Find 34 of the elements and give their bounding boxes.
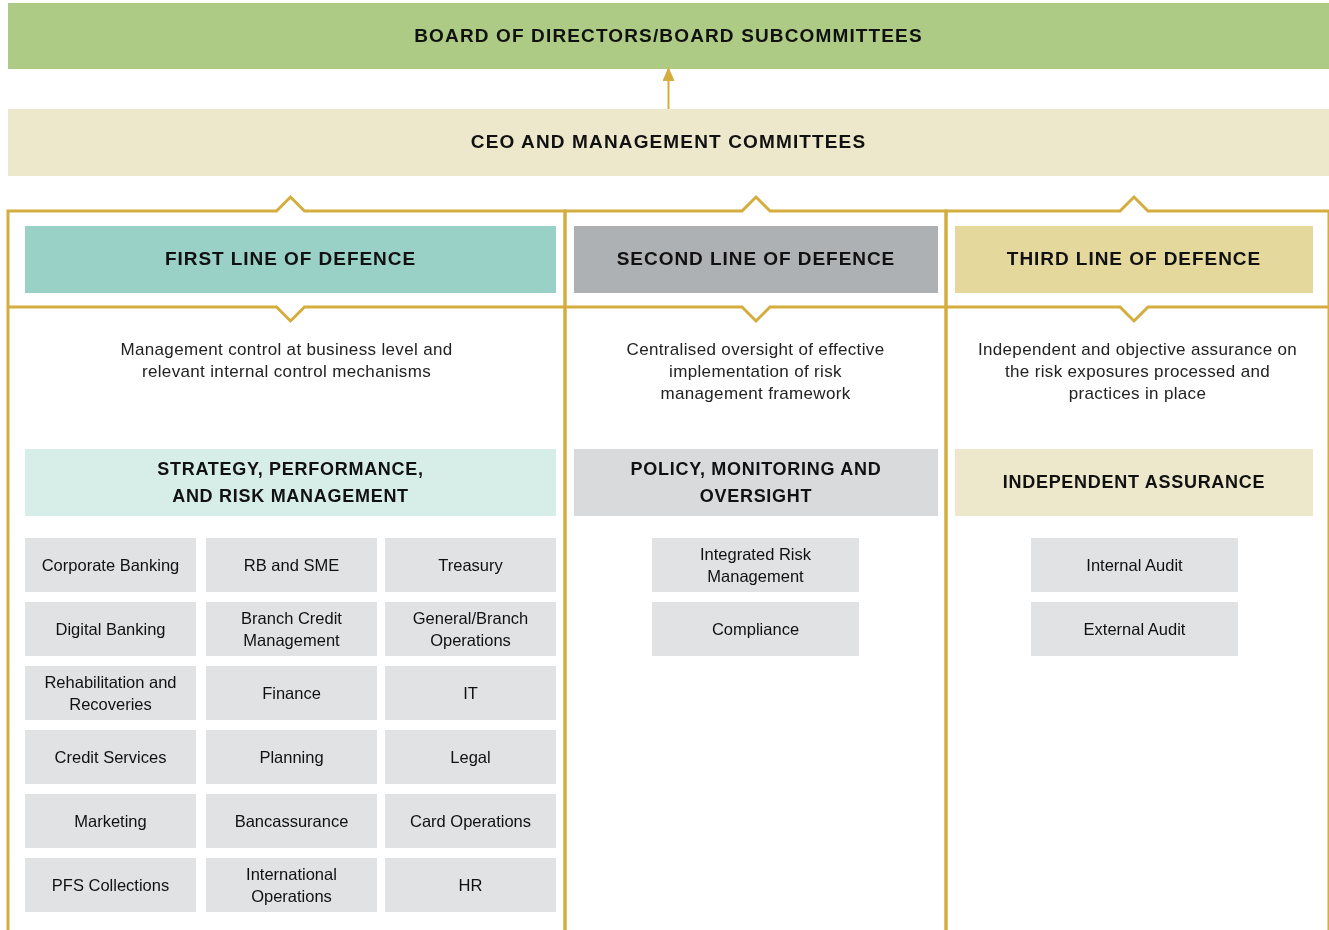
board-banner: BOARD OF DIRECTORS/BOARD SUBCOMMITTEES — [8, 3, 1329, 69]
description-text: Independent and objective assurance on the risk exposures processed and practices in place — [977, 339, 1298, 405]
function-box: Marketing — [25, 794, 196, 848]
function-box: Card Operations — [385, 794, 556, 848]
function-box: RB and SME — [206, 538, 377, 592]
function-box: Internal Audit — [1031, 538, 1238, 592]
function-box: Rehabilitation and Recoveries — [25, 666, 196, 720]
function-box: Corporate Banking — [25, 538, 196, 592]
function-box: Planning — [206, 730, 377, 784]
function-box: Bancassurance — [206, 794, 377, 848]
function-box: Treasury — [385, 538, 556, 592]
function-box: Compliance — [652, 602, 859, 656]
function-box: Legal — [385, 730, 556, 784]
function-box: Finance — [206, 666, 377, 720]
description-text: Management control at business level and relevant internal control mechanisms — [119, 339, 454, 383]
function-box: International Operations — [206, 858, 377, 912]
function-box: General/Branch Operations — [385, 602, 556, 656]
arrow — [662, 67, 675, 110]
function-box: External Audit — [1031, 602, 1238, 656]
subheader-box: INDEPENDENT ASSURANCE — [955, 449, 1313, 516]
function-box: IT — [385, 666, 556, 720]
header-box: SECOND LINE OF DEFENCE — [574, 226, 938, 293]
description-text: Centralised oversight of effective implementation of risk management framework — [625, 339, 886, 405]
ceo-banner: CEO AND MANAGEMENT COMMITTEES — [8, 109, 1329, 176]
function-box: Digital Banking — [25, 602, 196, 656]
function-box: HR — [385, 858, 556, 912]
subheader-box: POLICY, MONITORING AND OVERSIGHT — [574, 449, 938, 516]
header-box: FIRST LINE OF DEFENCE — [25, 226, 556, 293]
function-box: Integrated Risk Management — [652, 538, 859, 592]
header-box: THIRD LINE OF DEFENCE — [955, 226, 1313, 293]
function-box: Credit Services — [25, 730, 196, 784]
subheader-box: STRATEGY, PERFORMANCE, AND RISK MANAGEMENT — [25, 449, 556, 516]
function-box: Branch Credit Management — [206, 602, 377, 656]
function-box: PFS Collections — [25, 858, 196, 912]
